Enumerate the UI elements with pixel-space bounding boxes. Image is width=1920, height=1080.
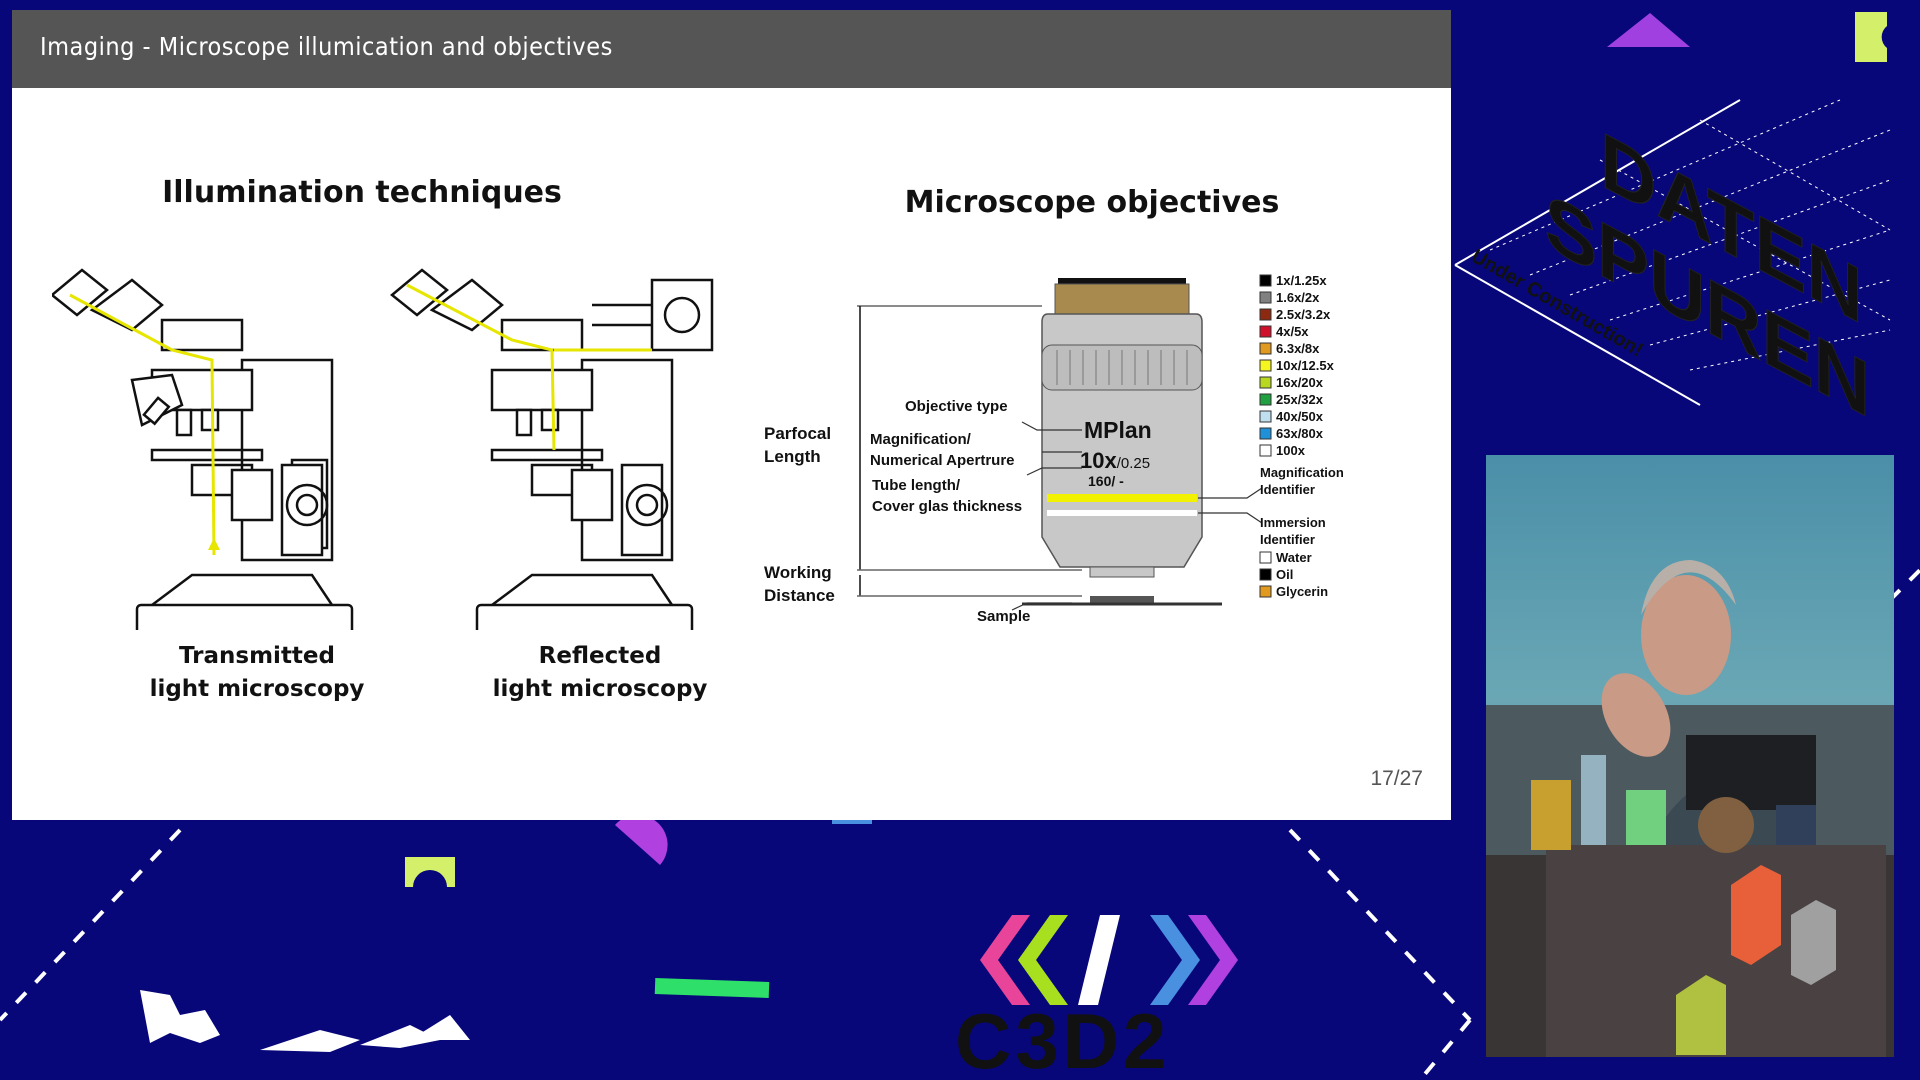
mag-label-2: Numerical Apertrure xyxy=(870,452,1015,469)
c3d2-logo: C3D2 xyxy=(955,915,1238,1075)
magnification-legend-swatch xyxy=(1259,291,1272,304)
presentation-slide: Imaging - Microscope illumication and ob… xyxy=(12,10,1451,820)
slide-title: Imaging - Microscope illumication and ob… xyxy=(40,32,613,61)
working-label-2: Distance xyxy=(764,586,835,605)
slide-header: Imaging - Microscope illumication and ob… xyxy=(12,10,1451,88)
purple-triangle xyxy=(1607,13,1690,47)
magnification-legend-label: 16x/20x xyxy=(1276,375,1324,390)
magnification-legend-label: 6.3x/8x xyxy=(1276,341,1320,356)
magnification-legend-swatch xyxy=(1259,427,1272,440)
reflected-caption-line2: light microscopy xyxy=(492,676,708,702)
engraving-magnification: 10x/0.25 xyxy=(1080,448,1150,473)
magnification-legend-swatch xyxy=(1259,393,1272,406)
magnification-legend-swatch xyxy=(1259,308,1272,321)
wordmark-scribble xyxy=(140,990,470,1052)
sample-label: Sample xyxy=(977,608,1030,625)
engraving-tube: 160/ - xyxy=(1088,473,1124,489)
immersion-legend-label: Glycerin xyxy=(1276,584,1328,599)
transmitted-microscope xyxy=(52,268,354,630)
c3d2-wordmark: C3D2 xyxy=(955,997,1170,1075)
magnification-legend-label: 63x/80x xyxy=(1276,426,1324,441)
immersion-band xyxy=(1047,510,1197,516)
datenspuren-logo: DATEN SPUREN Under Construction! xyxy=(1454,99,1891,420)
immersion-legend-swatch xyxy=(1259,551,1272,564)
parfocal-label-2: Length xyxy=(764,447,821,466)
green-bar xyxy=(654,978,770,998)
reflected-caption: Reflected light microscopy xyxy=(445,640,755,706)
imm-identifier-2: Identifier xyxy=(1260,532,1315,547)
magnification-legend-label: 4x/5x xyxy=(1276,324,1309,339)
immersion-legend-label: Water xyxy=(1276,550,1312,565)
magnification-color-legend: 1x/1.25x 1.6x/2x 2.5x/3.2x 4x/5x 6.3x/8x 10x/… xyxy=(1259,273,1335,458)
illumination-heading: Illumination techniques xyxy=(162,175,562,210)
purple-shape xyxy=(615,814,668,865)
lime-shape xyxy=(405,857,455,887)
magnification-legend-label: 25x/32x xyxy=(1276,392,1324,407)
objective-diagram: MPlan 10x/0.25 160/ - Parfocal Length Wo… xyxy=(764,273,1344,625)
magnification-legend-swatch xyxy=(1259,325,1272,338)
transmitted-caption-line2: light microscopy xyxy=(149,676,365,702)
transmitted-caption-line1: Transmitted xyxy=(179,643,335,669)
engraving-type: MPlan xyxy=(1084,417,1152,443)
immersion-legend-swatch xyxy=(1259,585,1272,598)
tube-label-1: Tube length/ xyxy=(872,477,961,494)
mag-identifier-2: Identifier xyxy=(1260,482,1315,497)
mag-label-1: Magnification/ xyxy=(870,431,972,448)
magnification-legend-swatch xyxy=(1259,410,1272,423)
magnification-legend-label: 10x/12.5x xyxy=(1276,358,1335,373)
page-number: 17/27 xyxy=(1370,767,1423,790)
parfocal-label-1: Parfocal xyxy=(764,424,831,443)
transmitted-caption: Transmitted light microscopy xyxy=(102,640,412,706)
magnification-legend-label: 100x xyxy=(1276,443,1306,458)
magnification-legend-swatch xyxy=(1259,274,1272,287)
magnification-legend-swatch xyxy=(1259,359,1272,372)
magnification-legend-label: 2.5x/3.2x xyxy=(1276,307,1331,322)
magnification-legend-label: 40x/50x xyxy=(1276,409,1324,424)
speaker-webcam-feed xyxy=(1486,455,1894,1057)
magnification-legend-swatch xyxy=(1259,444,1272,457)
immersion-legend-swatch xyxy=(1259,568,1272,581)
objective-type-label: Objective type xyxy=(905,398,1008,415)
tube-label-2: Cover glas thickness xyxy=(872,498,1022,515)
imm-identifier-1: Immersion xyxy=(1260,515,1326,530)
speaker-head xyxy=(1641,575,1731,695)
magnification-band xyxy=(1047,494,1197,502)
mag-identifier-1: Magnification xyxy=(1260,465,1344,480)
immersion-legend-label: Oil xyxy=(1276,567,1293,582)
working-label-1: Working xyxy=(764,563,832,582)
microscope-illustrations xyxy=(52,268,714,630)
magnification-legend-swatch xyxy=(1259,342,1272,355)
laptop xyxy=(1686,735,1816,810)
magnification-legend-label: 1x/1.25x xyxy=(1276,273,1327,288)
magnification-legend-label: 1.6x/2x xyxy=(1276,290,1320,305)
objectives-heading: Microscope objectives xyxy=(904,185,1280,220)
magnification-legend-swatch xyxy=(1259,376,1272,389)
lucky-cat xyxy=(1531,780,1571,850)
speaker-video-frame xyxy=(1486,560,1894,1057)
knurling xyxy=(1056,350,1188,385)
reflected-caption-line1: Reflected xyxy=(538,643,662,669)
